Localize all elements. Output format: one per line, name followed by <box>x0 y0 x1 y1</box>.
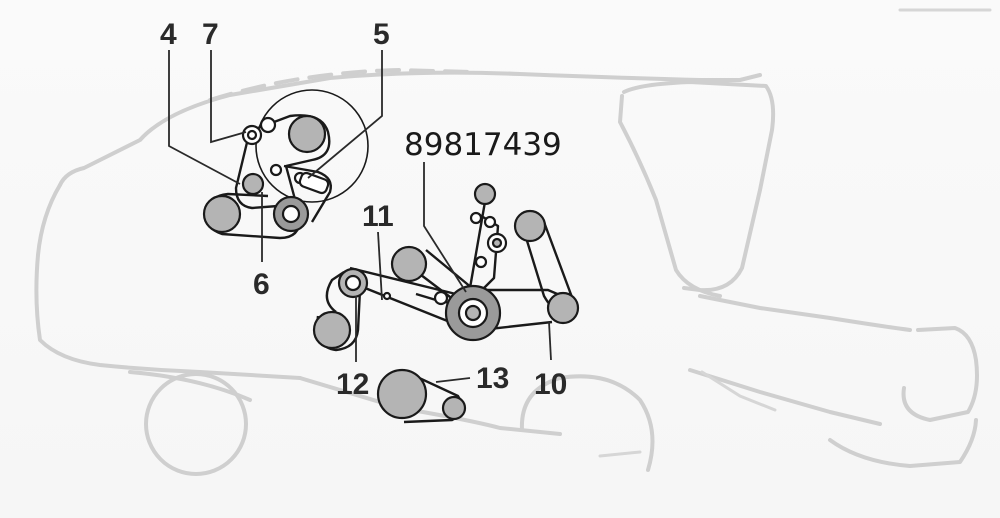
reel-line-2 <box>598 450 642 458</box>
leader-lines <box>168 50 552 383</box>
callout-5: 5 <box>373 18 390 51</box>
pulley-13-small <box>441 395 467 421</box>
header-lower <box>828 418 978 468</box>
machine-outline <box>34 8 992 476</box>
leader-11 <box>377 231 383 301</box>
leader-7 <box>210 50 247 144</box>
idler-d <box>433 290 449 306</box>
cab-outline <box>622 80 776 293</box>
pulley-idler-small <box>269 163 283 177</box>
cab-front <box>618 94 722 298</box>
leader-4 <box>168 50 241 185</box>
idler-c <box>474 255 488 269</box>
callout-13: 13 <box>476 362 509 395</box>
main-drive-group <box>312 182 580 352</box>
idler-a <box>469 211 483 225</box>
pulley-12-lower <box>312 310 352 350</box>
lower-drive-group <box>376 368 467 424</box>
leader-10 <box>548 321 552 361</box>
idler-b <box>483 215 497 229</box>
pulley-idler-7-hub <box>246 129 258 141</box>
callout-12: 12 <box>336 368 369 401</box>
pulley-13-large <box>376 368 428 420</box>
pulley-main-hub-center <box>464 304 482 322</box>
idler-e <box>382 291 392 301</box>
tensioner-arm <box>298 171 330 195</box>
pulley-idler-top <box>259 116 277 134</box>
feeder-bottom <box>688 368 882 426</box>
feeder-top <box>698 294 912 332</box>
pulley-10-upper <box>513 209 547 243</box>
grain-tank-dashed <box>208 67 472 102</box>
pulley-lower-mid-hub <box>281 204 301 224</box>
callout-7: 7 <box>202 18 219 51</box>
callout-labels: 4 7 5 6 11 12 13 10 89817439 <box>160 18 567 401</box>
pulley-tensioner-hub <box>491 237 503 249</box>
pulley-11 <box>390 245 428 283</box>
callout-4: 4 <box>160 18 177 51</box>
leader-part <box>423 162 467 293</box>
pulley-10-lower <box>546 291 580 325</box>
pulley-top-small <box>473 182 497 206</box>
body-outline <box>58 70 762 187</box>
leader-5 <box>307 50 383 179</box>
part-number-label: 89817439 <box>404 127 562 163</box>
large-sheave-outline <box>255 89 369 203</box>
front-wheel-arc <box>519 374 655 472</box>
callout-6: 6 <box>253 268 270 301</box>
rear-wheel <box>144 372 248 476</box>
leader-13 <box>435 377 471 383</box>
pulley-lower-left <box>202 194 242 234</box>
callout-11: 11 <box>362 200 394 233</box>
header-outline <box>901 326 979 422</box>
pulley-12-hub <box>344 274 362 292</box>
callout-10: 10 <box>534 368 567 401</box>
reel-line-1 <box>700 370 777 412</box>
pulley-upper-right <box>287 114 327 154</box>
pulley-idler-6 <box>241 172 265 196</box>
belt-upper-inner <box>234 129 279 210</box>
belt-upper-right <box>283 164 332 223</box>
body-lower-left <box>34 183 302 380</box>
upper-drive-group <box>202 89 369 240</box>
